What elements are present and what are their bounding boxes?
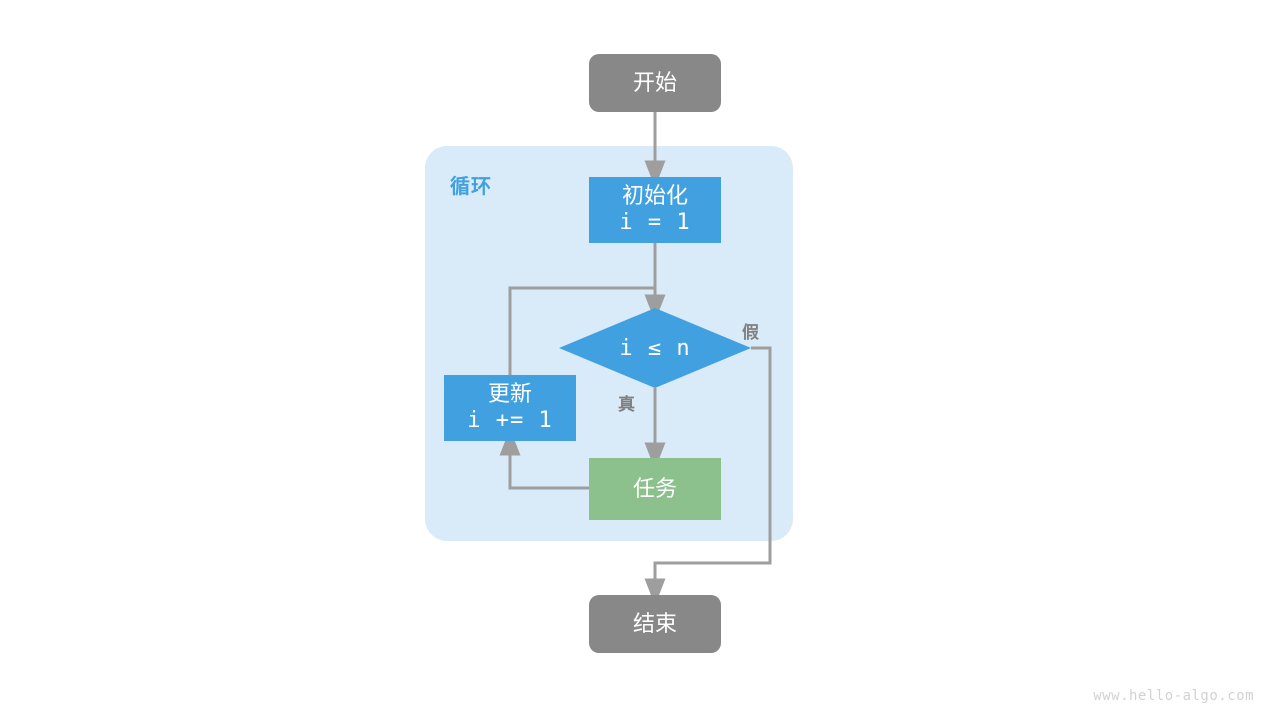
node-task[interactable]: 任务 xyxy=(589,458,721,520)
node-condition[interactable]: i ≤ n xyxy=(559,308,751,388)
node-condition-label: i ≤ n xyxy=(619,335,691,361)
node-start-label: 开始 xyxy=(632,69,677,95)
edge-condition-false-to-end xyxy=(644,346,772,606)
node-init-line2: i = 1 xyxy=(619,210,691,235)
node-update-line2: i += 1 xyxy=(467,408,553,433)
node-start[interactable]: 开始 xyxy=(589,54,721,112)
node-end[interactable]: 结束 xyxy=(589,595,721,653)
node-init-line1: 初始化 xyxy=(621,183,688,209)
edge-update-to-condition xyxy=(508,286,655,375)
edge-label-true: 真 xyxy=(618,395,635,414)
watermark: www.hello-algo.com xyxy=(1093,688,1254,704)
edge-task-to-update xyxy=(499,428,589,490)
edge-label-false: 假 xyxy=(742,323,759,342)
loop-container-label: 循环 xyxy=(450,176,492,198)
node-end-label: 结束 xyxy=(632,610,677,636)
node-task-label: 任务 xyxy=(632,475,677,501)
node-update[interactable]: 更新 i += 1 xyxy=(444,375,576,441)
node-init[interactable]: 初始化 i = 1 xyxy=(589,177,721,243)
node-update-line1: 更新 xyxy=(487,381,532,407)
diamond-shape xyxy=(559,308,751,388)
